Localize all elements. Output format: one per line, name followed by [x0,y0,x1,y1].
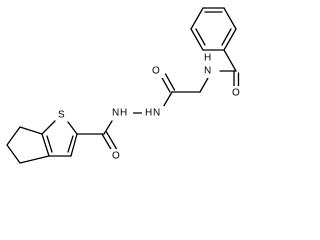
atom-o-thiophene-carbonyl: O [110,149,122,163]
atom-nh-hydrazide-2: N H [111,106,133,120]
atom-label-h: H [204,53,211,64]
atom-s-thiophene: S [56,108,67,122]
bond-glycyl-co-b [164,73,176,91]
bond-cp-c5-c4 [6,144,21,164]
bond-thiophene-inner-1 [67,135,74,153]
bond-thiophene-c2-s [67,121,78,135]
atom-label-o: O [112,151,120,162]
bond-cp-c4-c3a [19,155,50,164]
bond-thio-co-b [105,131,118,150]
bond-glycyl-co-a [160,75,171,93]
atom-label-h: H [120,108,127,119]
bond-cp-c6-c5 [6,126,21,146]
bond-nh-carbonyl3 [103,120,113,135]
bond-thiophene-c3-c2 [70,133,78,157]
bond-benzene-3 [223,28,237,51]
atom-label-h: H [145,108,152,119]
bond-benzene-6 [190,7,204,30]
atom-label-o: O [232,88,240,99]
bonds [6,7,240,164]
bond-cp-c6a-c6 [19,126,43,135]
bond-benzene-inner-3 [195,28,206,46]
bond-thiophene-c6a-c3a [41,133,50,157]
bond-benzene-5 [190,28,204,51]
atom-nh-amide: N H [202,52,214,78]
atom-o-glycyl: O [151,64,163,78]
atom-labels: N H O O N H N H S [56,52,243,163]
bond-thiophene-inner-2 [46,135,53,153]
atom-label-s: S [58,110,65,121]
molecule-structure-diagram: N H O O N H N H S [6,7,243,164]
atom-label-o: O [152,66,160,77]
bond-thio-co-a [101,133,113,152]
bond-nh-ch2 [199,77,209,93]
bond-benzene-inner-2 [221,28,232,46]
atom-label-n: N [112,108,119,119]
bond-phenyl-carbonyl [223,49,237,72]
atom-o-benzoyl: O [231,86,243,100]
bond-benzene-2 [223,7,237,30]
atom-nh-hydrazide-1: N H [142,106,164,120]
atom-label-n: N [204,66,211,77]
bond-thiophene-s-c6a [41,120,56,135]
atom-label-n: N [153,108,160,119]
